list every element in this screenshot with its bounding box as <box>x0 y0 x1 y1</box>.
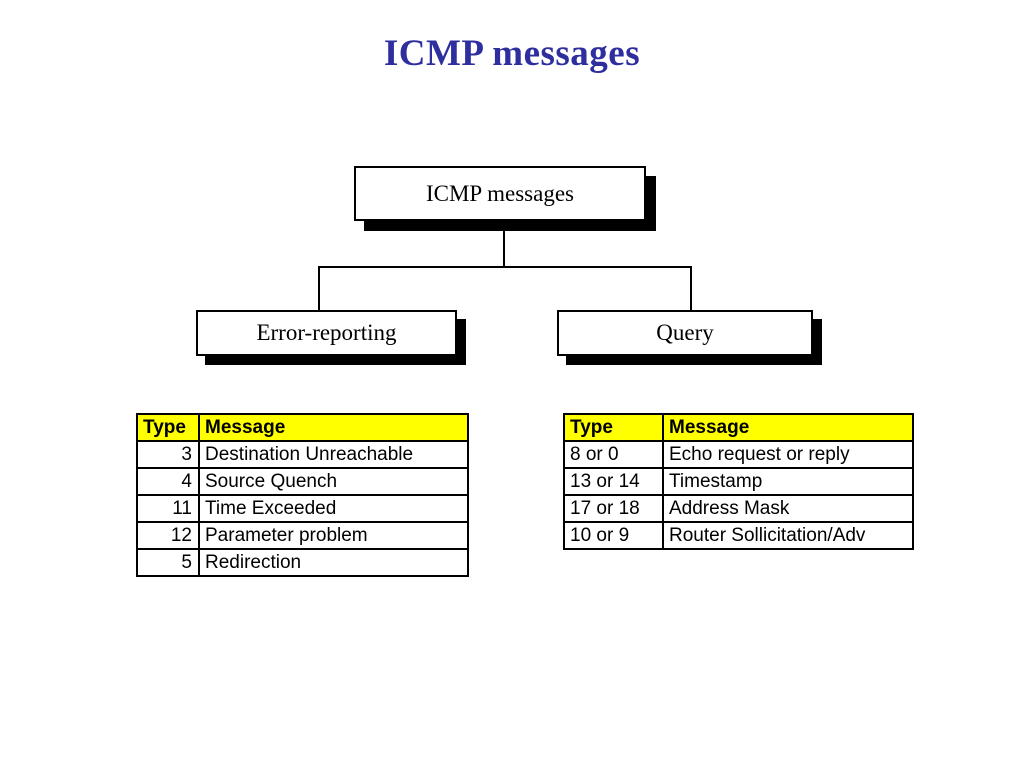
cell-message: Echo request or reply <box>662 440 914 469</box>
connector-root-vertical <box>503 221 505 268</box>
cell-type: 10 or 9 <box>563 521 664 550</box>
query-message-table: Type Message 8 or 0 Echo request or repl… <box>563 413 914 550</box>
cell-message: Timestamp <box>662 467 914 496</box>
table-row: 13 or 14 Timestamp <box>563 467 914 496</box>
table-header-row: Type Message <box>563 413 914 442</box>
page-title: ICMP messages <box>383 33 641 74</box>
table-row: 12 Parameter problem <box>136 521 469 550</box>
column-header-type: Type <box>136 413 200 442</box>
cell-type: 4 <box>136 467 200 496</box>
cell-message: Redirection <box>198 548 469 577</box>
diagram-node-label: ICMP messages <box>425 180 574 206</box>
error-reporting-message-table: Type Message 3 Destination Unreachable 4… <box>136 413 469 577</box>
connector-left-vertical <box>318 266 320 311</box>
cell-message: Destination Unreachable <box>198 440 469 469</box>
cell-type: 13 or 14 <box>563 467 664 496</box>
cell-type: 8 or 0 <box>563 440 664 469</box>
diagram-node-error-reporting[interactable]: Error-reporting <box>196 310 457 356</box>
cell-message: Parameter problem <box>198 521 469 550</box>
table-row: 17 or 18 Address Mask <box>563 494 914 523</box>
cell-type: 17 or 18 <box>563 494 664 523</box>
diagram-node-icmp-messages[interactable]: ICMP messages <box>354 166 646 221</box>
connector-horizontal-bar <box>318 266 692 268</box>
table-row: 3 Destination Unreachable <box>136 440 469 469</box>
table-row: 5 Redirection <box>136 548 469 577</box>
table-row: 8 or 0 Echo request or reply <box>563 440 914 469</box>
cell-message: Time Exceeded <box>198 494 469 523</box>
cell-type: 12 <box>136 521 200 550</box>
table-row: 4 Source Quench <box>136 467 469 496</box>
column-header-message: Message <box>662 413 914 442</box>
cell-type: 3 <box>136 440 200 469</box>
column-header-type: Type <box>563 413 664 442</box>
cell-message: Router Sollicitation/Adv <box>662 521 914 550</box>
table-header-row: Type Message <box>136 413 469 442</box>
diagram-node-query[interactable]: Query <box>557 310 813 356</box>
diagram-node-label: Query <box>656 320 714 345</box>
cell-type: 5 <box>136 548 200 577</box>
table-row: 11 Time Exceeded <box>136 494 469 523</box>
diagram-node-label: Error-reporting <box>256 320 397 345</box>
table-row: 10 or 9 Router Sollicitation/Adv <box>563 521 914 550</box>
connector-right-vertical <box>690 266 692 311</box>
cell-message: Address Mask <box>662 494 914 523</box>
column-header-message: Message <box>198 413 469 442</box>
cell-type: 11 <box>136 494 200 523</box>
cell-message: Source Quench <box>198 467 469 496</box>
